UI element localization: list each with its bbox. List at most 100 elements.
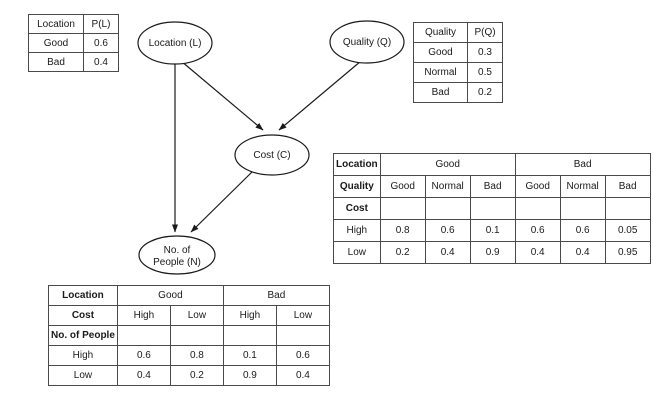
cost-cpt-group-header: Good	[379, 153, 516, 176]
table-row: Quality P(Q)	[413, 22, 503, 43]
quality-prior-header-pq: P(Q)	[467, 22, 503, 43]
cost-cpt-corner-quality: Quality	[333, 175, 381, 198]
people-cpt-group-header: Bad	[222, 285, 330, 306]
cost-node-label: Cost (C)	[253, 150, 290, 161]
cost-cpt-row-label: High	[333, 219, 381, 242]
empty-cell	[275, 325, 330, 346]
quality-node-ellipse	[329, 20, 405, 64]
people-cpt-group-header: Good	[116, 285, 224, 306]
cost-cpt-value: 0.9	[469, 241, 516, 264]
table-row: Quality Good Normal Bad Good Normal Bad	[333, 175, 651, 198]
people-cpt-table: Location Good Bad Cost High Low High Low…	[48, 285, 330, 386]
cost-cpt-value: 0.95	[604, 241, 651, 264]
cost-cpt-value: 0.05	[604, 219, 651, 242]
table-row: Bad 0.4	[28, 52, 119, 72]
cost-cpt-row-label: Low	[333, 241, 381, 264]
location-prior-cell: Bad	[28, 52, 84, 72]
location-node-label: Location (L)	[149, 38, 202, 49]
empty-cell	[379, 197, 426, 220]
cost-cpt-col-header: Normal	[424, 175, 471, 198]
cost-cpt-col-header: Good	[379, 175, 426, 198]
cost-cpt-value: 0.6	[559, 219, 606, 242]
cost-cpt-value: 0.4	[559, 241, 606, 264]
cost-cpt-value: 0.6	[514, 219, 561, 242]
cost-cpt-col-header: Bad	[604, 175, 651, 198]
table-row: Cost High Low High Low	[48, 305, 330, 326]
people-cpt-row-label: Low	[48, 365, 118, 386]
quality-prior-cell: Normal	[413, 62, 468, 83]
cost-cpt-col-header: Good	[514, 175, 561, 198]
quality-prior-cell: Bad	[413, 82, 468, 103]
people-cpt-col-header: High	[222, 305, 277, 326]
table-row: Location Good Bad	[48, 285, 330, 306]
people-cpt-value: 0.1	[222, 345, 277, 366]
cost-cpt-value: 0.4	[514, 241, 561, 264]
people-cpt-value: 0.6	[275, 345, 330, 366]
empty-cell	[169, 325, 224, 346]
people-cpt-row-label: High	[48, 345, 118, 366]
quality-prior-cell: 0.3	[467, 42, 503, 63]
table-row: High 0.8 0.6 0.1 0.6 0.6 0.05	[333, 219, 651, 242]
cost-cpt-value: 0.2	[379, 241, 426, 264]
location-prior-table: Location P(L) Good 0.6 Bad 0.4	[28, 14, 119, 72]
cost-cpt-table: Location Good Bad Quality Good Normal Ba…	[333, 153, 651, 264]
table-row: Location Good Bad	[333, 153, 651, 176]
people-cpt-value: 0.2	[169, 365, 224, 386]
quality-prior-cell: Good	[413, 42, 468, 63]
table-row: High 0.6 0.8 0.1 0.6	[48, 345, 330, 366]
location-prior-cell: Good	[28, 33, 84, 53]
table-row: Low 0.2 0.4 0.9 0.4 0.4 0.95	[333, 241, 651, 264]
people-node-ellipse	[138, 235, 216, 275]
people-cpt-value: 0.8	[169, 345, 224, 366]
location-prior-cell: 0.6	[83, 33, 119, 53]
people-node-label-line1: No. of	[164, 245, 191, 256]
node-cost: Cost (C)	[234, 134, 310, 176]
table-row: Good 0.3	[413, 42, 503, 63]
edge-cost-to-people	[190, 171, 253, 233]
people-cpt-value: 0.4	[275, 365, 330, 386]
people-cpt-value: 0.4	[116, 365, 171, 386]
table-row: No. of People	[48, 325, 330, 346]
location-prior-cell: 0.4	[83, 52, 119, 72]
cost-node-ellipse	[234, 134, 310, 176]
node-people: No. of People (N)	[138, 235, 216, 275]
people-cpt-col-header: Low	[275, 305, 330, 326]
location-prior-header-location: Location	[28, 14, 84, 34]
location-prior-header-pl: P(L)	[83, 14, 119, 34]
empty-cell	[469, 197, 516, 220]
empty-cell	[514, 197, 561, 220]
people-cpt-corner-location: Location	[48, 285, 118, 306]
edge-quality-to-cost	[278, 60, 362, 131]
quality-prior-cell: 0.5	[467, 62, 503, 83]
table-row: Location P(L)	[28, 14, 119, 34]
people-node-label-line2: People (N)	[153, 257, 201, 268]
table-row: Good 0.6	[28, 33, 119, 53]
empty-cell	[222, 325, 277, 346]
people-cpt-value: 0.9	[222, 365, 277, 386]
cost-cpt-corner-cost: Cost	[333, 197, 381, 220]
empty-cell	[424, 197, 471, 220]
quality-node-label: Quality (Q)	[343, 37, 391, 48]
cost-cpt-col-header: Normal	[559, 175, 606, 198]
cost-cpt-value: 0.6	[424, 219, 471, 242]
cost-cpt-value: 0.8	[379, 219, 426, 242]
table-row: Normal 0.5	[413, 62, 503, 83]
empty-cell	[604, 197, 651, 220]
people-cpt-corner-people: No. of People	[48, 325, 118, 346]
node-quality: Quality (Q)	[329, 20, 405, 64]
node-location: Location (L)	[137, 21, 213, 65]
people-cpt-corner-cost: Cost	[48, 305, 118, 326]
empty-cell	[116, 325, 171, 346]
people-cpt-col-header: Low	[169, 305, 224, 326]
quality-prior-header-quality: Quality	[413, 22, 468, 43]
table-row: Low 0.4 0.2 0.9 0.4	[48, 365, 330, 386]
edge-location-to-cost	[180, 60, 264, 131]
people-cpt-col-header: High	[116, 305, 171, 326]
quality-prior-cell: 0.2	[467, 82, 503, 103]
quality-prior-table: Quality P(Q) Good 0.3 Normal 0.5 Bad 0.2	[413, 22, 503, 103]
location-node-ellipse	[137, 21, 213, 65]
cost-cpt-value: 0.4	[424, 241, 471, 264]
cost-cpt-group-header: Bad	[514, 153, 651, 176]
